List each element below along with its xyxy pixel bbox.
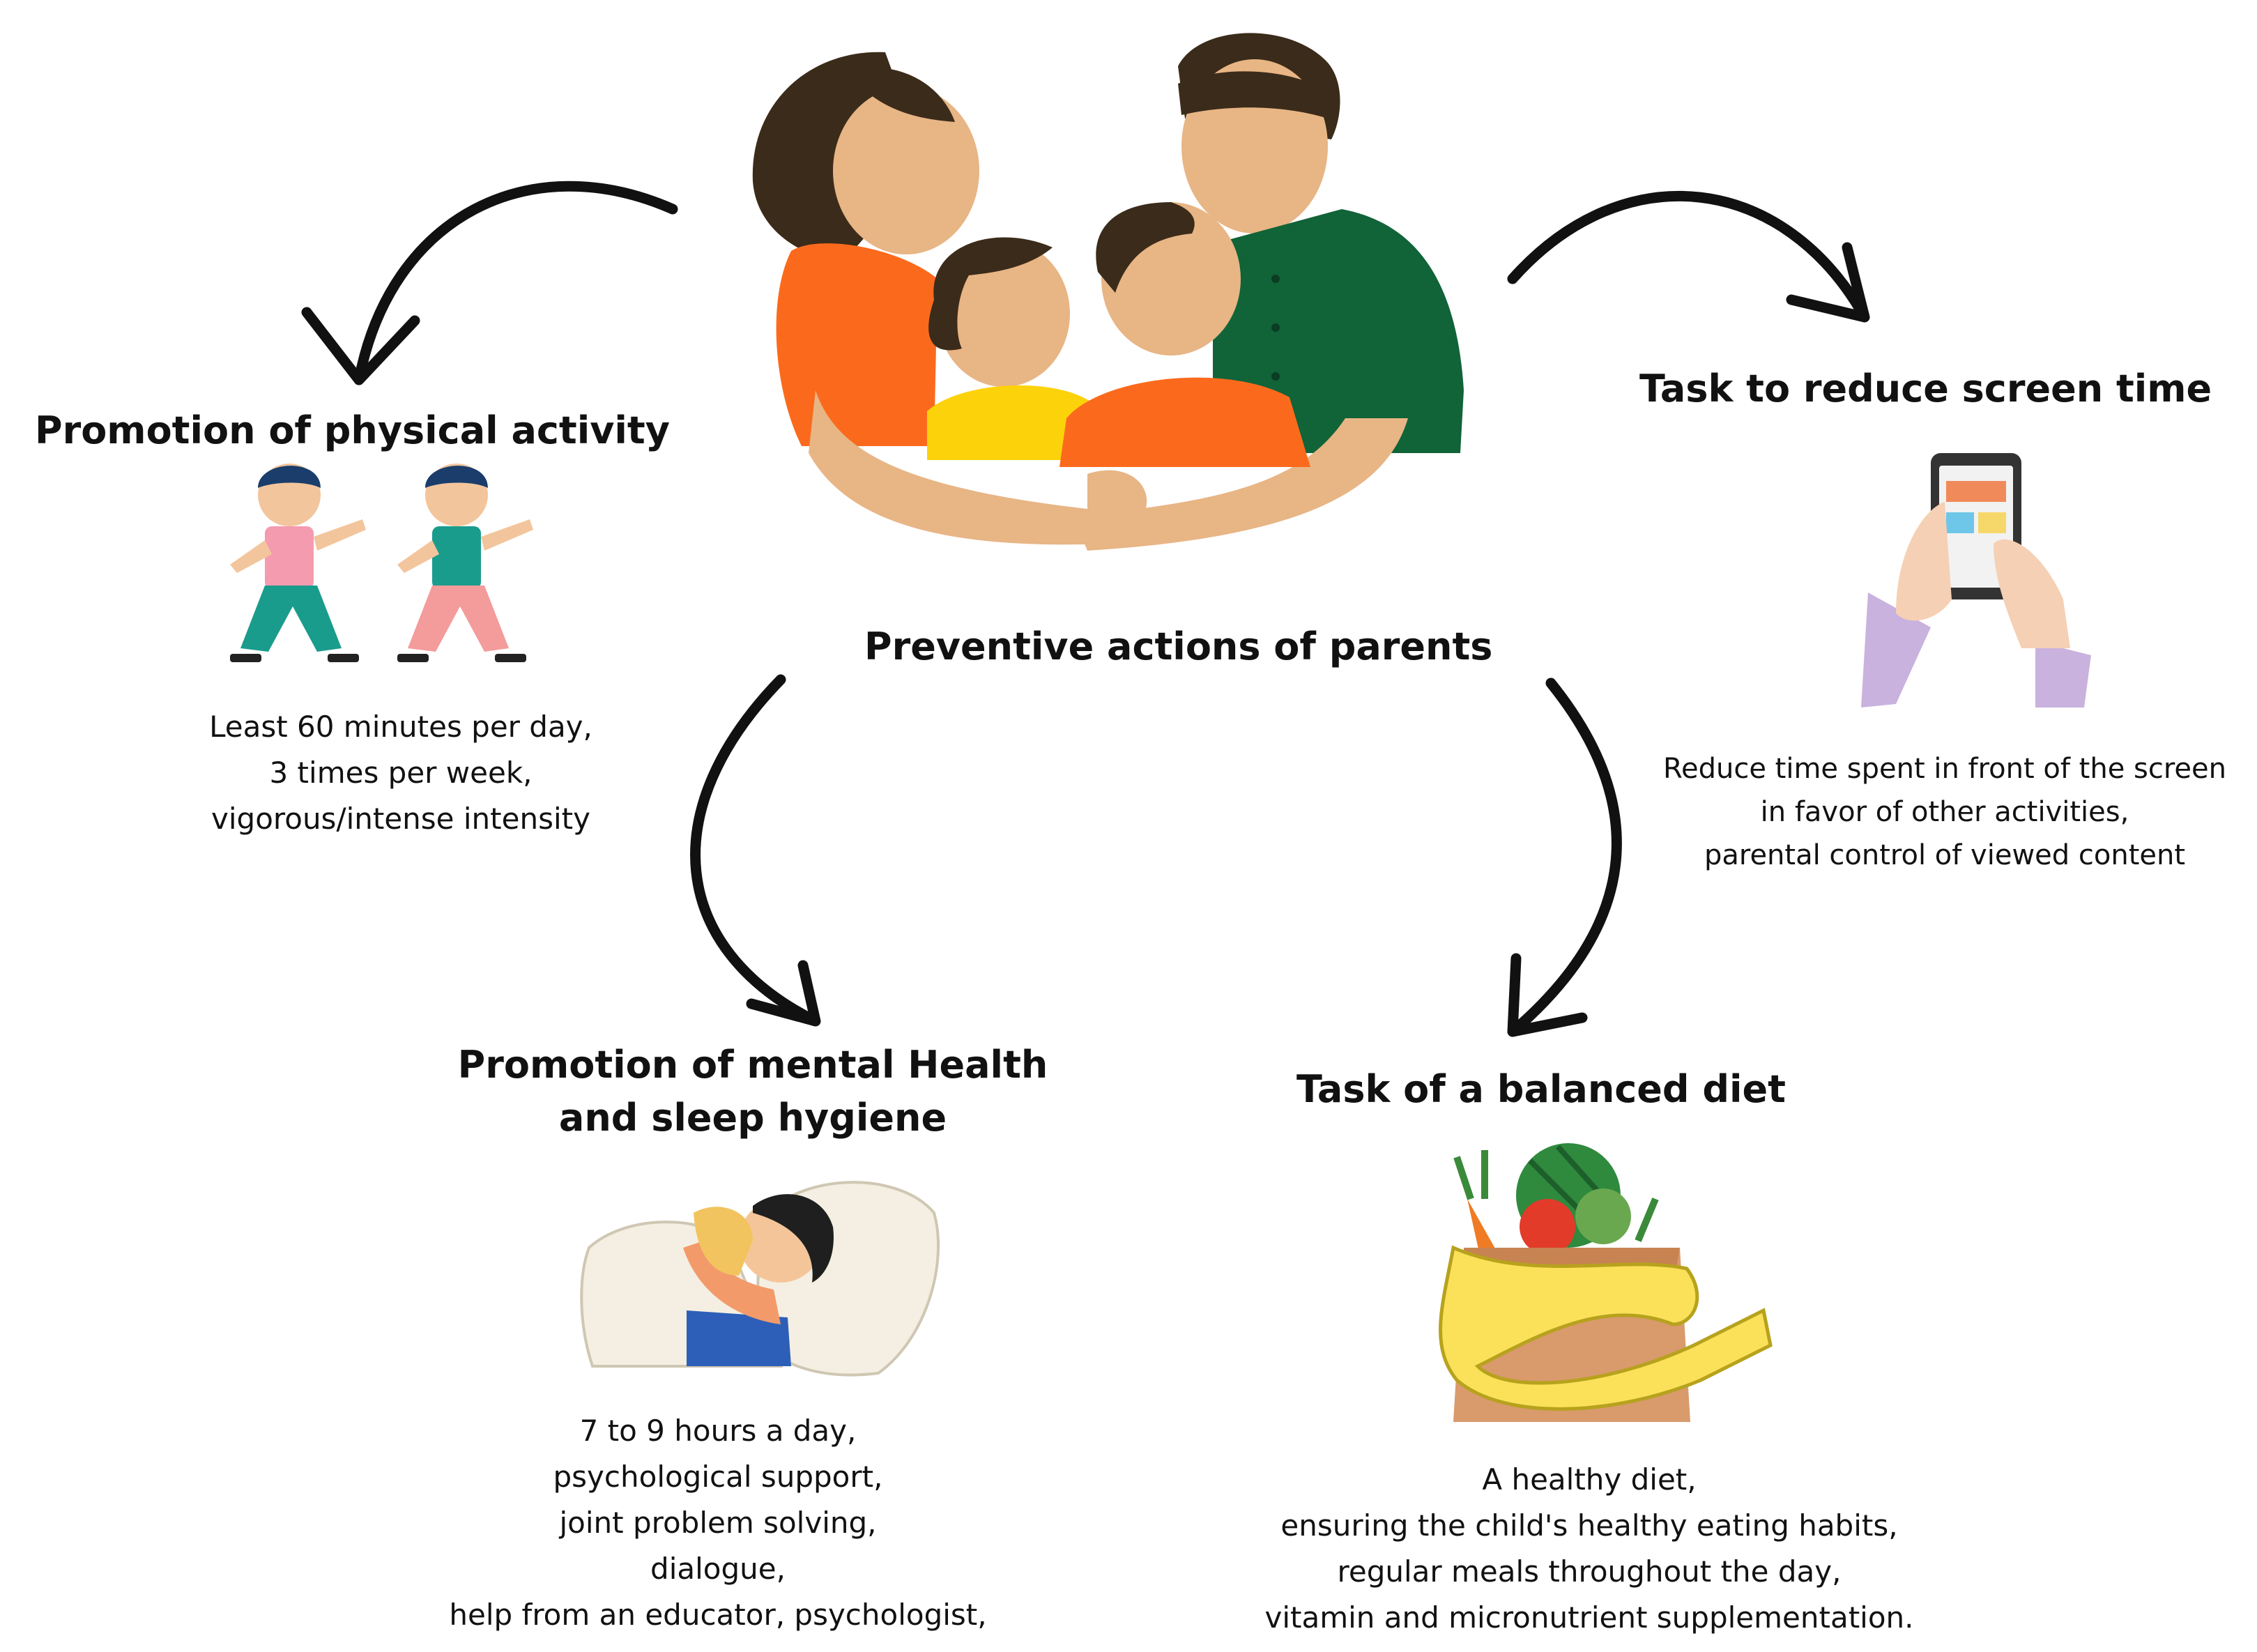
arrow-to-mental-health <box>690 674 821 1027</box>
child-hair <box>753 1194 834 1283</box>
mental-health-text: 7 to 9 hours a day, psychological suppor… <box>432 1408 1004 1638</box>
arrow-to-diet <box>1507 678 1622 1037</box>
diet-text: A healthy diet, ensuring the child's hea… <box>1234 1457 1945 1641</box>
mental-health-title-line: and sleep hygiene <box>558 1096 947 1140</box>
child-pajamas <box>687 1310 791 1366</box>
diet-title: Task of a balanced diet <box>1296 1067 1786 1111</box>
screen-time-line: Reduce time spent in front of the screen <box>1663 753 2226 785</box>
kid-one <box>230 464 366 662</box>
mental-health-title: Promotion of mental Health and sleep hyg… <box>418 1039 1087 1145</box>
cabbage <box>1575 1188 1631 1244</box>
center-title: Preventive actions of parents <box>864 625 1493 668</box>
teddy <box>694 1207 753 1276</box>
diet-line: A healthy diet, <box>1482 1462 1697 1497</box>
screen-time-text: Reduce time spent in front of the screen… <box>1652 747 2237 877</box>
girl-shirt <box>927 385 1094 460</box>
boy-shirt <box>1059 377 1310 467</box>
carrot <box>1467 1199 1499 1262</box>
father-arm <box>1073 418 1408 551</box>
mother-shirt <box>776 243 938 446</box>
physical-activity-line: vigorous/intense intensity <box>211 802 590 836</box>
arrow-to-physical-activity <box>301 181 678 385</box>
screen-time-line: parental control of viewed content <box>1704 839 2186 871</box>
left-sleeve <box>1861 592 1931 708</box>
child-arm <box>683 1241 781 1324</box>
physical-activity-text: Least 60 minutes per day, 3 times per we… <box>181 704 620 842</box>
physical-activity-title: Promotion of physical activity <box>35 408 670 452</box>
arrow-to-screen-time <box>1507 190 1870 323</box>
mental-health-title-line: Promotion of mental Health <box>457 1043 1048 1087</box>
screen-time-line: in favor of other activities, <box>1760 796 2129 828</box>
screen-time-title: Task to reduce screen time <box>1639 367 2212 411</box>
mental-health-line: 7 to 9 hours a day, <box>579 1414 857 1448</box>
left-hand <box>1896 502 1952 621</box>
diet-line: ensuring the child's healthy eating habi… <box>1280 1508 1898 1543</box>
family-illustration <box>752 33 1464 551</box>
mother-arm <box>809 390 1108 545</box>
sleeping-child-illustration <box>580 1181 940 1377</box>
smartphone-hands-illustration <box>1861 453 2091 708</box>
girl-face <box>938 240 1070 387</box>
boy-hair <box>1096 202 1195 293</box>
grocery-bag-illustration <box>1439 1143 1773 1422</box>
mental-health-line: help from an educator, psychologist, <box>449 1598 987 1632</box>
diet-line: regular meals throughout the day, <box>1337 1554 1842 1589</box>
exercising-kids-illustration <box>230 464 533 662</box>
physical-activity-line: Least 60 minutes per day, <box>209 710 592 744</box>
physical-activity-line: 3 times per week, <box>269 756 533 790</box>
measuring-tape <box>1439 1245 1773 1411</box>
kid-two <box>397 464 533 662</box>
right-hand <box>1994 539 2070 648</box>
mental-health-line: psychological support, <box>553 1460 883 1494</box>
right-sleeve <box>2035 641 2091 708</box>
leaves <box>1453 1150 1659 1242</box>
mental-health-line: dialogue, <box>650 1552 786 1586</box>
tomato <box>1520 1199 1575 1255</box>
mother-face <box>833 87 979 254</box>
mental-health-line: joint problem solving, <box>559 1506 877 1540</box>
girl-hair <box>928 237 1053 351</box>
diet-line: vitamin and micronutrient supplementatio… <box>1264 1600 1914 1635</box>
